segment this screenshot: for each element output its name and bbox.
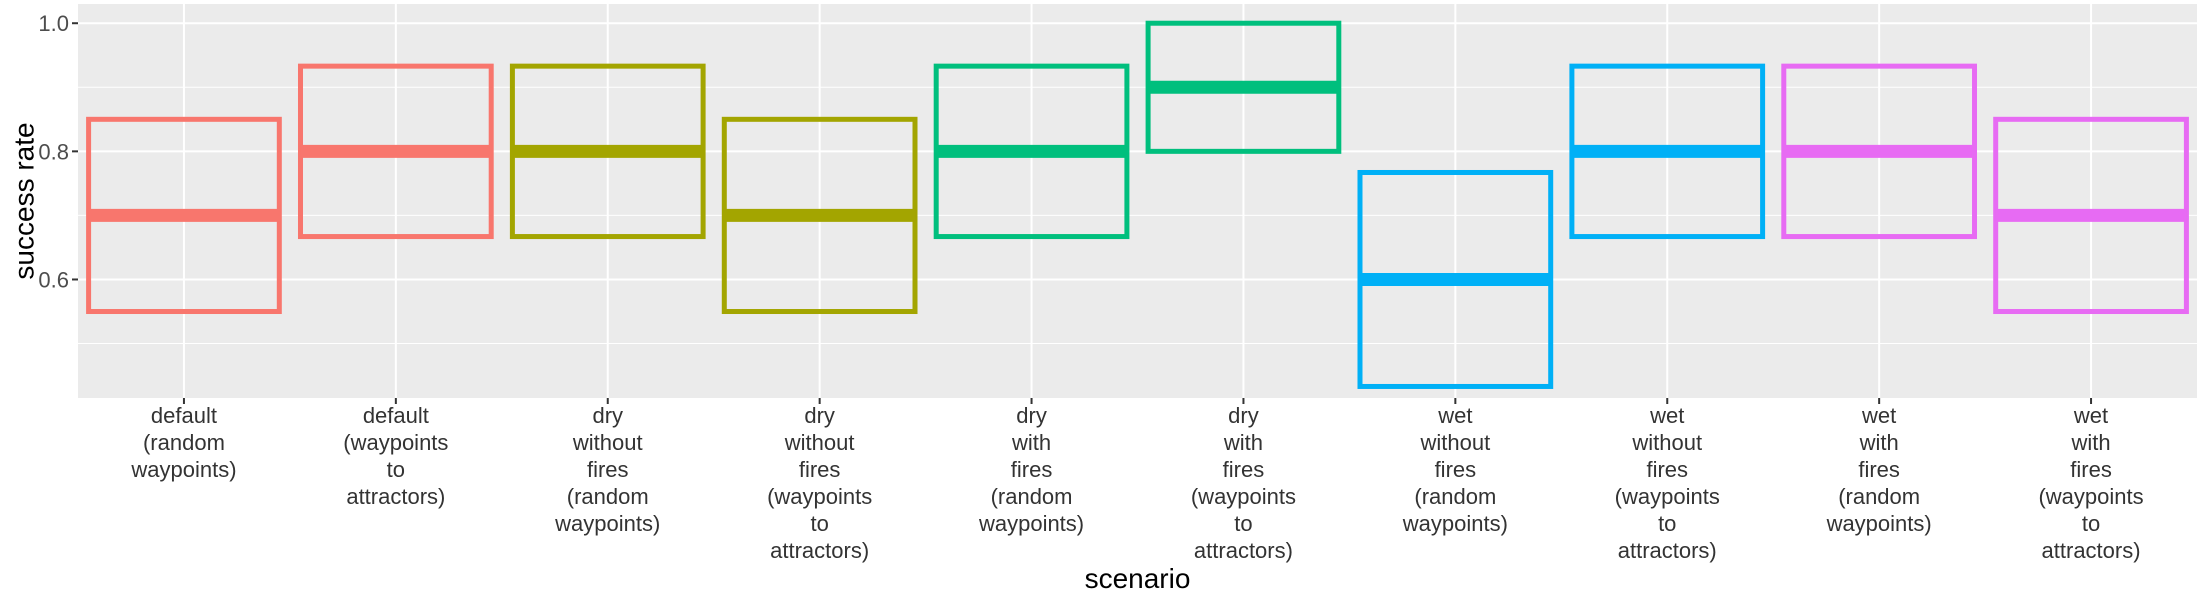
x-tick-label-line: fires [799,457,841,482]
x-tick-label-line: wet [1437,403,1472,428]
box-3 [509,63,706,240]
x-tick-label-line: attractors) [770,538,869,563]
x-tick-label-line: wet [1861,403,1896,428]
box-1 [86,116,282,315]
x-tick-label-line: fires [587,457,629,482]
box-6 [1145,20,1342,154]
x-tick-label-line: waypoints) [978,511,1084,536]
x-tick-label-line: (waypoints [767,484,872,509]
x-tick-label-line: waypoints) [554,511,660,536]
x-tick-label-line: without [784,430,855,455]
x-tick-label-line: attractors) [346,484,445,509]
x-tick-label-line: fires [1646,457,1688,482]
x-tick-label-line: to [387,457,405,482]
x-tick-label-line: default [151,403,217,428]
x-tick-label-line: fires [2070,457,2112,482]
x-tick-label-line: dry [1016,403,1047,428]
x-axis-title: scenario [1085,563,1191,594]
x-tick-label-line: waypoints) [1402,511,1508,536]
plot-panel [78,4,2197,398]
x-tick-label-line: attractors) [1618,538,1717,563]
x-tick-label-line: (waypoints [2038,484,2143,509]
y-tick-label: 1.0 [38,11,69,36]
x-tick-label-line: (random [1414,484,1496,509]
x-tick-label-line: (waypoints [1191,484,1296,509]
x-tick-label-line: to [2082,511,2100,536]
x-tick-label-line: (random [143,430,225,455]
box-10 [1993,116,2189,315]
x-tick-label-line: with [1223,430,1263,455]
y-tick-label: 0.8 [38,139,69,164]
box-4 [721,116,918,315]
x-tick-label-line: attractors) [2042,538,2141,563]
x-tick-label-line: attractors) [1194,538,1293,563]
x-tick-label-line: without [572,430,643,455]
x-tick-label-line: default [363,403,429,428]
x-tick-label-line: (random [1838,484,1920,509]
x-tick-label-line: to [810,511,828,536]
y-axis-title: success rate [8,122,39,279]
x-tick-label-line: dry [592,403,623,428]
x-tick-label-line: fires [1223,457,1265,482]
boxes [86,20,2189,389]
x-tick-label-line: (waypoints [343,430,448,455]
x-tick-label-line: fires [1435,457,1477,482]
x-tick-label-line: to [1234,511,1252,536]
x-tick-label-line: to [1658,511,1676,536]
x-tick-label-line: without [1419,430,1490,455]
x-tick-label-line: (random [567,484,649,509]
y-axis: 0.6 0.8 1.0 [38,11,78,292]
x-tick-label-line: with [1011,430,1051,455]
x-tick-label-line: waypoints) [130,457,236,482]
x-tick-label-line: (waypoints [1615,484,1720,509]
box-2 [297,63,494,240]
box-7 [1357,169,1554,389]
x-tick-label-line: waypoints) [1826,511,1932,536]
x-tick-label-line: without [1631,430,1702,455]
x-tick-label-line: fires [1011,457,1053,482]
box-5 [933,63,1130,240]
x-tick-label-line: with [1859,430,1899,455]
box-9 [1781,63,1978,240]
x-tick-label-line: dry [804,403,835,428]
y-tick-label: 0.6 [38,267,69,292]
x-tick-label-line: fires [1858,457,1900,482]
x-tick-label-line: (random [991,484,1073,509]
box-8 [1569,63,1766,240]
x-tick-label-line: dry [1228,403,1259,428]
x-tick-label-line: wet [1649,403,1684,428]
x-tick-label-line: wet [2073,403,2108,428]
x-tick-label-line: with [2070,430,2110,455]
